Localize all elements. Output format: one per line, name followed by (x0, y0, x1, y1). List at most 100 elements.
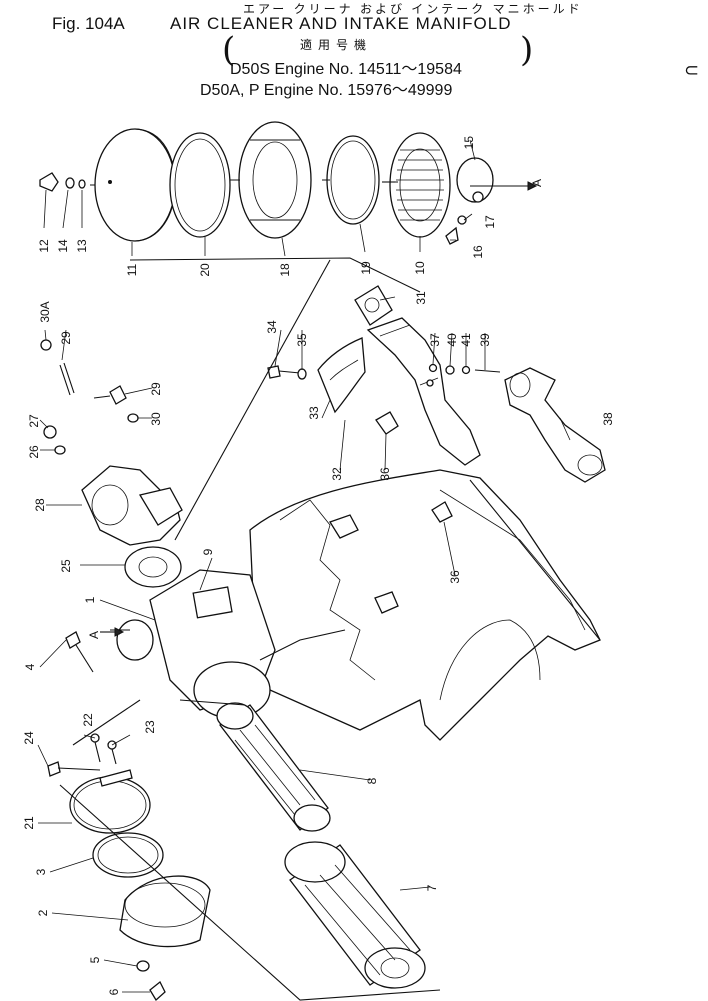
callout-10: 10 (413, 261, 427, 275)
bracket-right: ) (520, 30, 534, 70)
callout-3: 3 (34, 868, 48, 875)
callout-18: 18 (278, 263, 292, 277)
callout-9: 9 (201, 548, 215, 555)
callout-33: 33 (307, 406, 321, 420)
callout-4: 4 (23, 663, 37, 670)
callout-11: 11 (125, 263, 139, 276)
part-10-cap (382, 132, 451, 238)
part-26-washer (54, 445, 66, 455)
part-5-washer (136, 960, 150, 972)
part-27-nut (43, 425, 57, 439)
callout-28: 28 (33, 498, 47, 512)
intake-pipe (366, 317, 481, 466)
part-8-safety-element (216, 702, 331, 832)
callout-19: 19 (359, 261, 373, 275)
part-29-stud-a (59, 362, 75, 396)
figure-number: Fig. 104A (52, 14, 125, 33)
callout-23: 23 (143, 720, 157, 734)
arrow-a-left (100, 627, 125, 637)
callout-36-upper: 36 (378, 467, 392, 481)
applicability-heading: 適用号機 (300, 38, 373, 52)
callout-8: 8 (365, 777, 379, 784)
part-29-bolt-b (93, 385, 127, 405)
applicability-line-2: D50A, P Engine No. 15976～49999 (200, 82, 453, 99)
applicability-line-1: D50S Engine No. 14511～19584 (230, 61, 462, 78)
callout-a-top: A (530, 179, 544, 187)
part-37-40-41-39-fasteners (428, 363, 501, 375)
callout-38: 38 (601, 412, 615, 426)
part-30-washer (127, 413, 139, 423)
callout-34: 34 (265, 320, 279, 334)
callout-29-b: 29 (149, 382, 163, 396)
callout-27: 27 (27, 414, 41, 428)
callout-30: 30 (149, 412, 163, 426)
callout-20: 20 (198, 263, 212, 277)
page-title: AIR CLEANER AND INTAKE MANIFOLD (170, 14, 512, 33)
part-33-plate (317, 337, 366, 414)
arrow-a-top (505, 181, 538, 191)
bracket-left: ( (222, 30, 236, 70)
part-3-gasket-ring (92, 832, 164, 878)
part-36-gasket-lower (431, 501, 453, 523)
side-mark: ⊂ (684, 60, 700, 80)
part-7-primary-element (284, 841, 426, 989)
part-31-gasket (354, 285, 393, 326)
part-34-bolt (267, 365, 301, 379)
callout-leaders (37, 139, 571, 993)
callout-41: 41 (459, 333, 473, 347)
callout-31: 31 (414, 291, 428, 305)
callout-16: 16 (471, 245, 485, 259)
header: エアー クリーナ および インテーク マニホールド Fig. 104A AIR … (0, 0, 708, 100)
callout-35: 35 (295, 333, 309, 347)
part-12-wing-nut (39, 172, 59, 192)
callout-32: 32 (330, 467, 344, 481)
callout-1: 1 (83, 596, 97, 603)
callout-24: 24 (22, 731, 36, 745)
callout-5: 5 (88, 956, 102, 963)
part-30A-nut (40, 339, 52, 351)
part-36-gasket-upper (375, 411, 399, 435)
callout-22: 22 (81, 713, 95, 727)
callout-36-lower: 36 (448, 570, 462, 584)
callout-40: 40 (445, 333, 459, 347)
part-6-wing-nut (149, 980, 166, 1001)
part-38-elbow (504, 367, 606, 483)
part-2-dust-cup (119, 875, 211, 948)
japanese-title: エアー クリーナ および インテーク マニホールド (243, 2, 583, 16)
callout-15: 15 (462, 136, 476, 150)
callout-14: 14 (56, 239, 70, 253)
part-17-bolt (457, 215, 467, 225)
part-11-cover (94, 128, 176, 242)
part-18-element (238, 121, 312, 239)
callout-30a: 30A (38, 301, 52, 322)
callout-21: 21 (22, 816, 36, 830)
callout-a-left: A (87, 631, 101, 639)
callout-25: 25 (59, 559, 73, 573)
callout-17: 17 (483, 215, 497, 229)
callout-29-a: 29 (59, 331, 73, 345)
part-21-clamp (69, 769, 151, 834)
part-4-bolt (65, 631, 94, 673)
part-19-gasket-ring (326, 135, 380, 225)
callout-6: 6 (107, 988, 121, 995)
part-20-ring (169, 132, 231, 238)
part-15-band (456, 157, 494, 203)
engine-block (249, 469, 601, 741)
callout-37: 37 (428, 333, 442, 347)
callout-7: 7 (425, 884, 439, 891)
callout-13: 13 (75, 239, 89, 253)
part-22-23-fittings (90, 733, 117, 765)
part-24-bolt (47, 761, 101, 777)
callout-26: 26 (27, 445, 41, 459)
callout-39: 39 (478, 333, 492, 347)
part-14-washer (65, 177, 75, 189)
callout-labels: 15 A 12 14 13 11 20 18 19 10 17 16 31 30… (22, 136, 615, 996)
callout-2: 2 (36, 909, 50, 916)
assembly-lines (59, 179, 530, 1001)
part-28-adapter (81, 465, 183, 546)
part-25-gasket (124, 546, 182, 588)
callout-12: 12 (37, 239, 51, 253)
part-35-washer (297, 368, 307, 380)
part-1-air-cleaner-body (116, 569, 276, 719)
